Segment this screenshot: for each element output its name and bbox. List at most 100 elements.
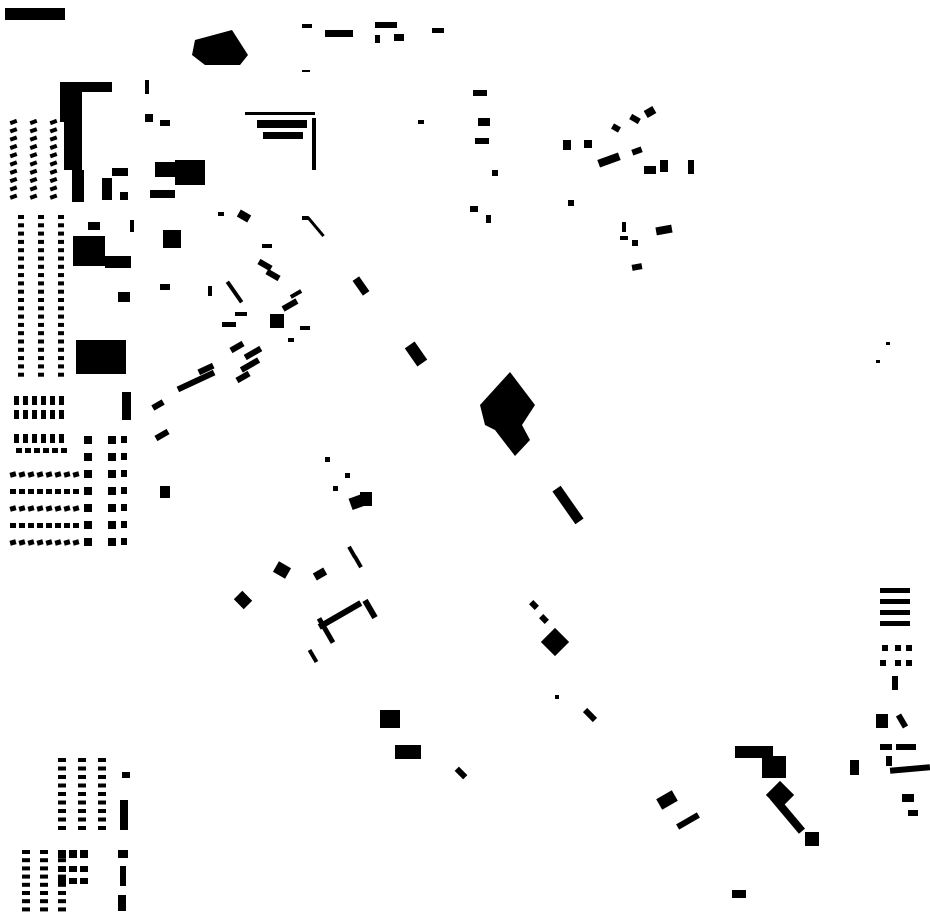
- building: [552, 485, 584, 525]
- building: [78, 766, 86, 771]
- building: [886, 342, 890, 345]
- building: [18, 248, 24, 253]
- building: [10, 489, 16, 494]
- building: [18, 322, 24, 327]
- building: [480, 372, 535, 456]
- building: [375, 22, 397, 28]
- building: [78, 809, 86, 813]
- building: [233, 590, 253, 610]
- building: [121, 487, 127, 494]
- building: [58, 792, 66, 796]
- building: [629, 113, 641, 125]
- building: [307, 648, 319, 664]
- building: [80, 850, 88, 858]
- building: [243, 345, 263, 361]
- building: [18, 505, 26, 512]
- building: [49, 193, 58, 200]
- building: [18, 471, 26, 478]
- building: [34, 448, 40, 453]
- building: [245, 112, 315, 115]
- building: [38, 322, 44, 327]
- building: [306, 215, 325, 238]
- building: [58, 866, 66, 872]
- building: [108, 453, 116, 461]
- building: [118, 895, 126, 911]
- building: [151, 399, 165, 411]
- building: [25, 448, 31, 453]
- building: [38, 314, 44, 319]
- building: [32, 396, 37, 405]
- building: [582, 707, 598, 723]
- building: [108, 504, 116, 512]
- building: [78, 826, 86, 830]
- building: [395, 745, 421, 759]
- building: [176, 369, 216, 393]
- building: [9, 152, 18, 159]
- building: [473, 90, 487, 96]
- building: [108, 521, 116, 529]
- building: [49, 168, 58, 175]
- building: [876, 714, 888, 728]
- building: [58, 826, 66, 830]
- building: [882, 645, 888, 651]
- building: [28, 489, 34, 494]
- building: [19, 489, 25, 494]
- building: [46, 489, 52, 494]
- building: [78, 817, 86, 822]
- building: [375, 35, 380, 43]
- building: [18, 223, 24, 228]
- building: [631, 263, 643, 271]
- building: [40, 907, 48, 912]
- building: [122, 772, 130, 778]
- building: [120, 800, 128, 830]
- building: [38, 306, 44, 311]
- building: [37, 523, 43, 528]
- building: [38, 239, 44, 244]
- building: [762, 756, 786, 778]
- building: [102, 178, 112, 200]
- building: [43, 448, 49, 453]
- building: [38, 298, 44, 302]
- building: [38, 264, 44, 269]
- building: [84, 436, 92, 444]
- building: [160, 120, 170, 126]
- building: [58, 850, 66, 858]
- building: [163, 230, 181, 248]
- building: [58, 223, 64, 228]
- building: [492, 170, 498, 176]
- building: [18, 372, 24, 377]
- building: [45, 539, 53, 546]
- building: [568, 200, 574, 206]
- building: [655, 224, 673, 236]
- building: [850, 760, 859, 775]
- building: [805, 832, 819, 846]
- building: [14, 434, 19, 443]
- building: [312, 567, 328, 581]
- building: [257, 258, 273, 272]
- building: [58, 891, 66, 895]
- building: [316, 617, 336, 644]
- building: [64, 489, 70, 494]
- building: [404, 341, 428, 367]
- building: [58, 256, 64, 261]
- building: [529, 600, 539, 610]
- building: [40, 858, 48, 863]
- building: [302, 24, 312, 28]
- building: [18, 364, 24, 369]
- building: [886, 756, 892, 766]
- building: [82, 82, 112, 92]
- building: [121, 538, 127, 545]
- building: [18, 347, 24, 352]
- building: [72, 539, 80, 546]
- building: [58, 874, 66, 879]
- building: [121, 521, 127, 528]
- building: [58, 899, 66, 904]
- building: [584, 140, 592, 148]
- building: [257, 120, 307, 128]
- building: [18, 215, 24, 219]
- building: [14, 410, 19, 419]
- building: [27, 471, 35, 478]
- building: [50, 434, 55, 443]
- building: [880, 621, 910, 626]
- building: [58, 882, 66, 887]
